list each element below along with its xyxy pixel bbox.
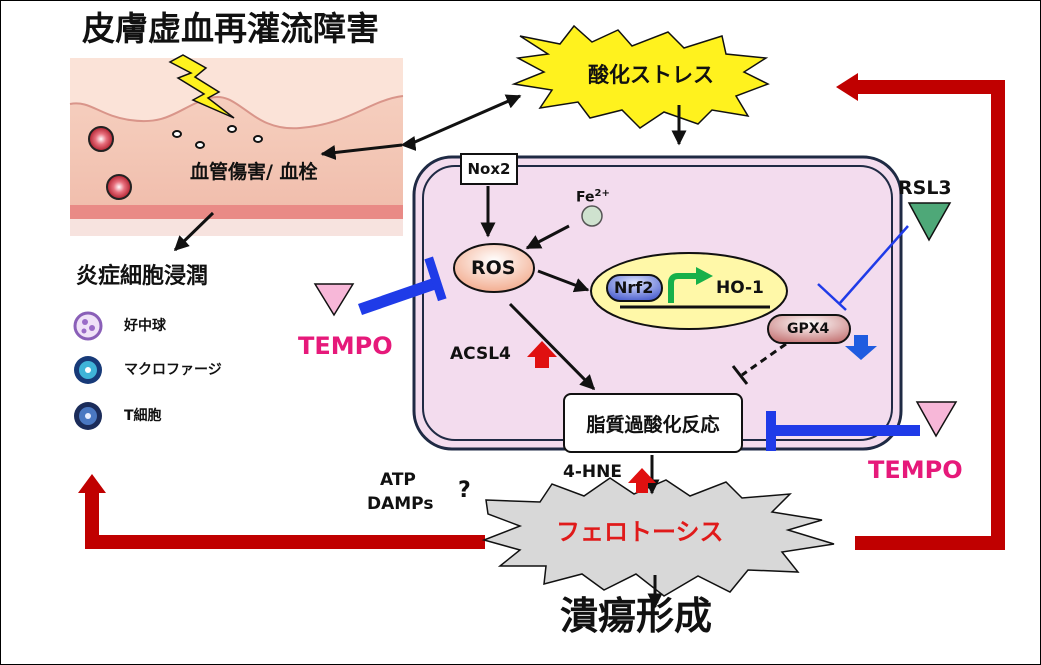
neutrophil-label: 好中球 — [124, 318, 166, 334]
macrophage-label: マクロファージ — [124, 362, 222, 378]
up-arrow-icon — [527, 341, 656, 493]
fe-label: Fe2+ — [576, 189, 610, 205]
rsl3-label: RSL3 — [898, 177, 952, 199]
gpx4-node — [767, 314, 851, 344]
ferroptosis-label: フェロトーシス — [556, 518, 724, 546]
lightning-icon — [168, 54, 235, 119]
transcription-arrow-icon — [668, 273, 698, 303]
nrf2-node — [606, 274, 663, 302]
gpx4-label: GPX4 — [787, 321, 830, 337]
nox2-box: Nox2 — [460, 153, 518, 185]
pathway-arrows — [173, 94, 687, 609]
skin-section — [69, 58, 404, 236]
question-mark: ? — [458, 478, 471, 503]
ulcer-formation-label: 潰瘍形成 — [560, 594, 713, 638]
ros-node — [453, 243, 535, 293]
macrophage-icon — [74, 356, 102, 384]
red-blood-cell-icon — [88, 126, 132, 200]
rsl3-inhibition — [817, 225, 909, 311]
oxidative-stress-star — [511, 24, 770, 129]
transcription-arrowhead — [696, 267, 713, 285]
damps-label: DAMPs — [367, 494, 434, 514]
diagram-title: 皮膚虚血再灌流障害 — [82, 9, 379, 48]
nrf2-ho1-oval — [590, 252, 788, 330]
tempo-left-label: TEMPO — [298, 332, 393, 360]
inflammation-heading: 炎症細胞浸潤 — [76, 264, 209, 289]
neutrophil-icon — [73, 311, 103, 341]
down-arrow-icon — [845, 335, 877, 360]
fe-base: Fe — [576, 189, 595, 206]
tempo-right-label: TEMPO — [868, 456, 963, 484]
tempo-right-inhibition — [766, 411, 920, 451]
atp-label: ATP — [380, 470, 416, 490]
tempo-right-triangle — [915, 401, 958, 438]
lipid-peroxidation-label: 脂質過酸化反応 — [586, 413, 720, 436]
rsl3-triangle — [907, 202, 952, 242]
nrf2-label: Nrf2 — [614, 278, 654, 297]
platelet-icon — [172, 125, 263, 149]
acsl4-label: ACSL4 — [450, 344, 511, 364]
vascular-injury-label: 血管傷害/ 血栓 — [190, 161, 318, 183]
oxidative-stress-label: 酸化ストレス — [588, 63, 714, 87]
ho1-label: HO-1 — [716, 278, 764, 298]
t-cell-icon — [74, 402, 102, 430]
t-cell-label: T細胞 — [124, 408, 162, 424]
tempo-left-inhibition — [358, 256, 447, 315]
iron-ion-icon — [581, 205, 603, 227]
tempo-left-triangle — [313, 283, 355, 317]
gpx4-inhibition — [731, 342, 787, 385]
lipid-peroxidation-box: 脂質過酸化反応 — [563, 393, 743, 453]
nox2-label: Nox2 — [467, 160, 511, 178]
hne-label: 4-HNE — [563, 462, 622, 482]
feedback-loop-arrow — [78, 73, 1005, 550]
ros-label: ROS — [471, 257, 516, 279]
fe-superscript: 2+ — [594, 188, 610, 199]
